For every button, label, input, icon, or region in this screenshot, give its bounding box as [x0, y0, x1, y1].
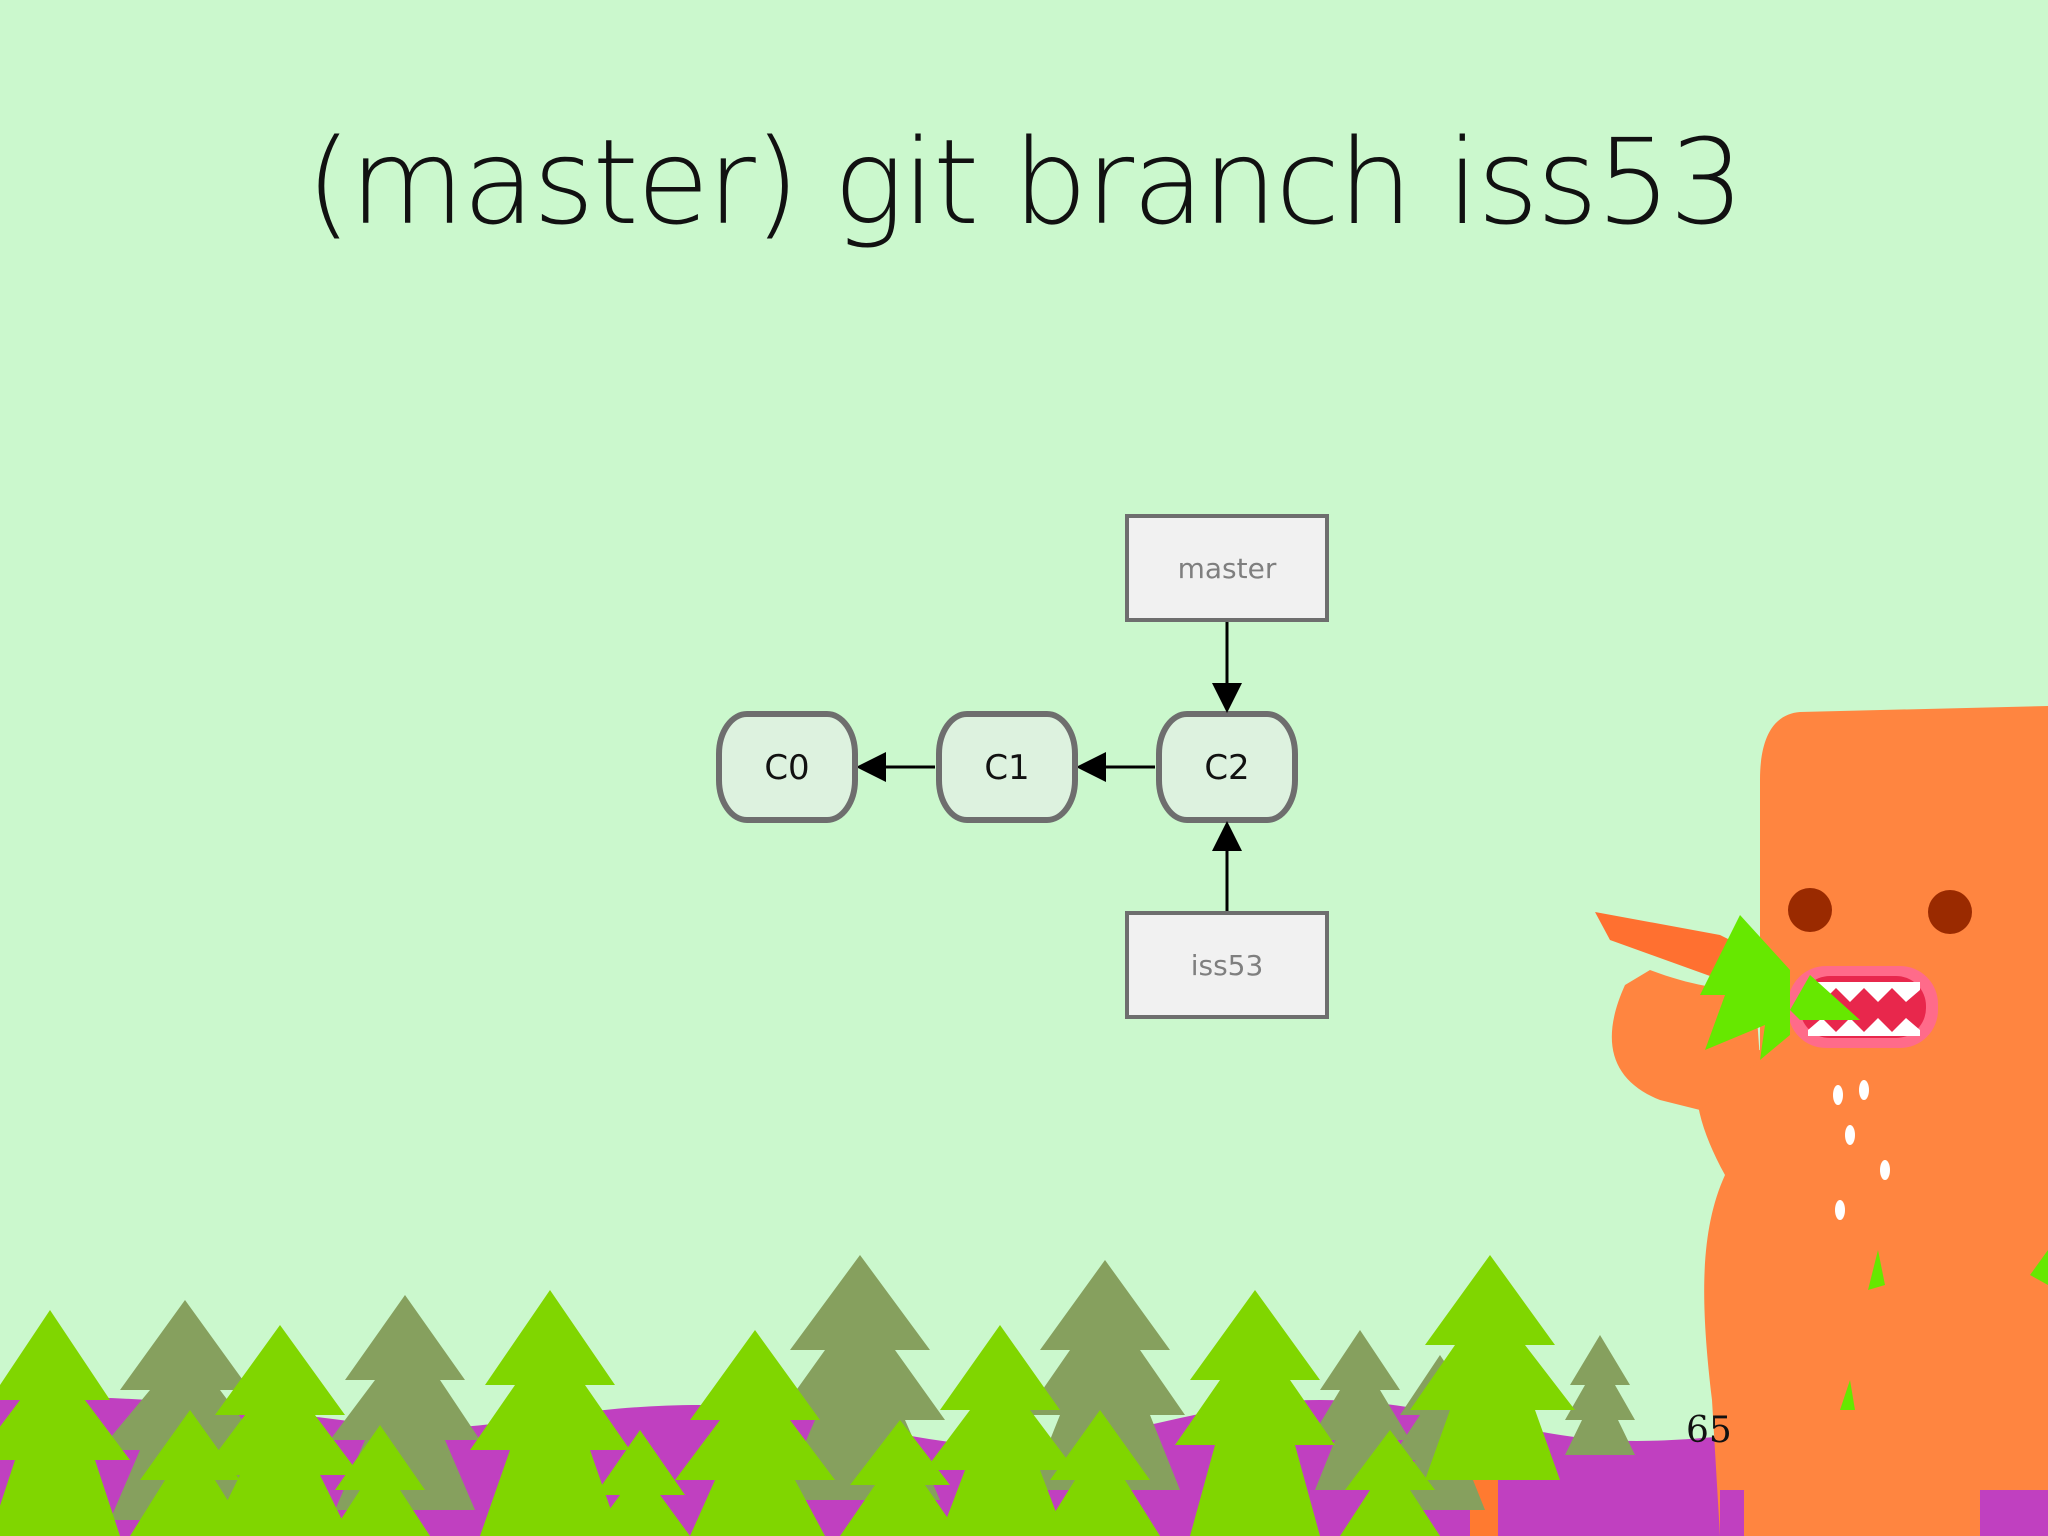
commit-node-shape: [936, 711, 1078, 823]
branch-box: [1125, 514, 1329, 622]
commit-c2: C2: [1156, 711, 1298, 823]
branch-label: master: [1178, 552, 1277, 585]
slide-title: (master) git branch iss53: [305, 113, 1745, 251]
commit-c1: C1: [936, 711, 1078, 823]
commit-label: C2: [1204, 748, 1249, 788]
page-number: 65: [1686, 1410, 1732, 1451]
commit-node-shape: [716, 711, 858, 823]
commit-c0: C0: [716, 711, 858, 823]
bright-trees: [0, 1255, 1575, 1536]
branch-iss53: iss53: [1125, 821, 1329, 1019]
branch-label: iss53: [1191, 949, 1264, 982]
branch-box: [1125, 911, 1329, 1019]
branch-master: master: [1125, 514, 1329, 713]
commit-node-shape: [1156, 711, 1298, 823]
orange-monster: [1595, 706, 2048, 1536]
commit-label: C1: [984, 748, 1029, 788]
commit-label: C0: [764, 748, 809, 788]
